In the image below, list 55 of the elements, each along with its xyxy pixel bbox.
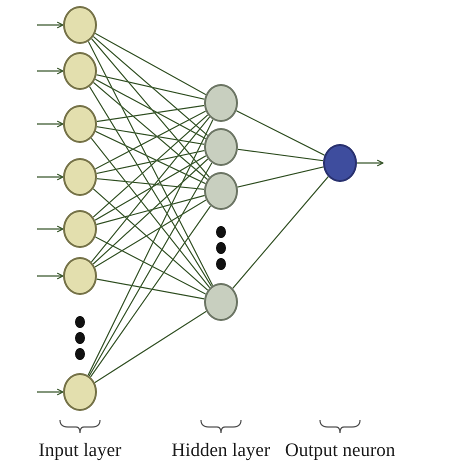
arrow bbox=[37, 120, 64, 128]
connection-line bbox=[96, 194, 205, 226]
connection-line bbox=[94, 155, 206, 221]
arrow bbox=[37, 22, 64, 28]
input-neuron-circle bbox=[63, 105, 97, 143]
connection-line bbox=[95, 78, 206, 140]
connection-line bbox=[96, 278, 204, 300]
input-neuron-circle bbox=[63, 373, 97, 411]
connection-line bbox=[232, 176, 329, 289]
connection-line bbox=[94, 199, 206, 268]
arrow bbox=[37, 68, 64, 74]
arrow bbox=[37, 226, 64, 232]
layer-label: Hidden layer bbox=[172, 440, 270, 462]
connection-line bbox=[96, 104, 204, 122]
connection-line bbox=[88, 119, 214, 376]
arrow bbox=[37, 388, 64, 396]
hidden-neuron-circle bbox=[204, 283, 238, 321]
connection-line bbox=[90, 138, 210, 288]
hidden-neuron-circle bbox=[204, 128, 238, 166]
connection-line bbox=[90, 116, 210, 262]
output-neuron-circle bbox=[323, 144, 357, 182]
hidden-neuron-circle bbox=[204, 84, 238, 122]
connection-line bbox=[237, 166, 324, 188]
connection-line bbox=[96, 74, 204, 100]
input-neuron-circle bbox=[63, 158, 97, 196]
connection-line bbox=[94, 310, 207, 384]
connection-line bbox=[96, 178, 204, 190]
layer-label: Input layer bbox=[38, 440, 122, 462]
connection-line bbox=[93, 82, 208, 180]
connection-line bbox=[92, 188, 208, 291]
arrow bbox=[357, 160, 384, 166]
connection-line bbox=[88, 162, 212, 376]
connection-line bbox=[93, 36, 208, 136]
connection-line bbox=[236, 110, 325, 156]
hidden-neuron-circle bbox=[204, 172, 238, 210]
input-neuron-circle bbox=[63, 6, 97, 44]
connection-line bbox=[90, 206, 211, 378]
input-neuron-circle bbox=[63, 52, 97, 90]
connection-line bbox=[95, 130, 206, 184]
connection-line bbox=[96, 126, 204, 145]
arrow bbox=[37, 272, 64, 280]
layer-label: Output neuron bbox=[285, 440, 396, 462]
input-neuron-circle bbox=[63, 257, 97, 295]
connection-line bbox=[89, 86, 212, 287]
connection-line bbox=[96, 150, 204, 174]
arrow bbox=[37, 174, 64, 180]
connection-line bbox=[95, 236, 206, 295]
connection-line bbox=[88, 41, 214, 286]
connection-line bbox=[238, 148, 324, 162]
connection-line bbox=[92, 114, 208, 218]
input-neuron-circle bbox=[63, 210, 97, 248]
connection-line bbox=[95, 110, 206, 170]
connection-line bbox=[92, 158, 208, 264]
connection-line bbox=[94, 32, 206, 96]
connection-line bbox=[91, 38, 210, 178]
